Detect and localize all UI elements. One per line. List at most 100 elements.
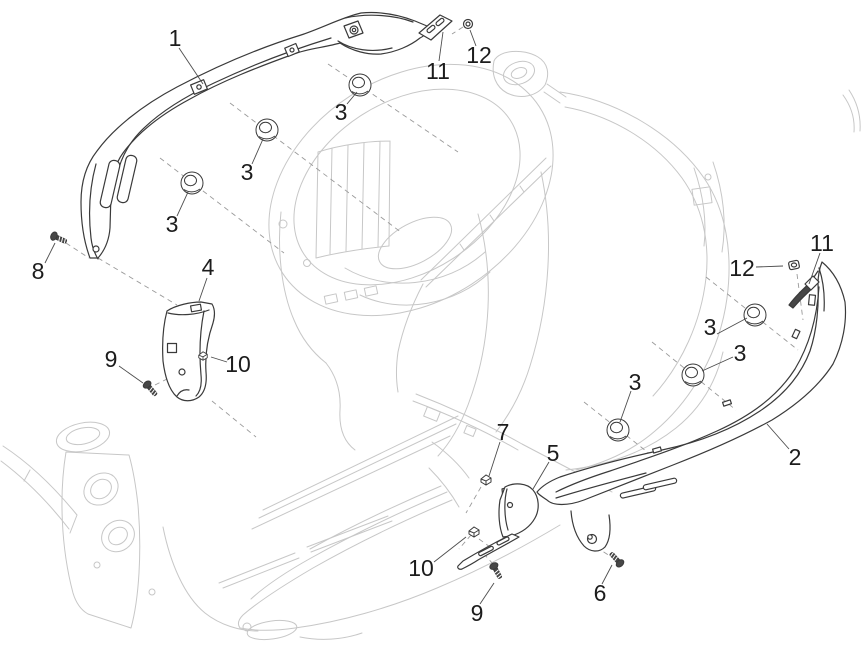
- part-2-leg: [570, 510, 611, 552]
- part-5-central-cover: [457, 483, 539, 570]
- axis-part4-lower: [211, 400, 257, 438]
- part-5-hole: [506, 501, 514, 509]
- leader-12-right: [755, 265, 784, 268]
- seat-rail-edge: [396, 157, 552, 393]
- body-left-wall: [279, 211, 327, 364]
- floorboard: [162, 415, 561, 641]
- callout-3-mid: 3: [241, 159, 254, 185]
- callout-11-right: 11: [810, 230, 834, 256]
- part-5-blade-slot-a: [478, 545, 494, 557]
- bucket-outer-rim: [268, 63, 554, 317]
- callout-3-left: 3: [166, 211, 179, 237]
- part-4-bracket: [162, 301, 215, 402]
- clip-7: [480, 474, 492, 486]
- column-oval-b: [101, 519, 135, 553]
- bucket-fin-panel: [315, 140, 391, 259]
- part-2-outline: [536, 261, 847, 506]
- callout-3-top: 3: [335, 99, 348, 125]
- screw-9-left: [141, 378, 160, 399]
- grommet-3-top: [348, 73, 372, 97]
- leader-3-right-c: [619, 390, 632, 423]
- callout-12-top: 12: [466, 42, 492, 68]
- screw-6: [607, 549, 626, 569]
- rim-vent-c: [363, 285, 379, 297]
- nut-12-top-inner: [465, 21, 471, 27]
- leader-10-bottom: [433, 536, 467, 563]
- underseat-bucket: [268, 63, 554, 457]
- carrier-stub: [842, 89, 861, 133]
- scooter-body-ghost: [0, 50, 861, 641]
- part-2-leg-hole-inner: [587, 534, 593, 540]
- nut-12-right-hole: [790, 262, 798, 268]
- part-1-vent-slot-a: [99, 159, 121, 209]
- sill-bracket-a: [423, 406, 441, 422]
- leader-3-top: [346, 91, 358, 105]
- leader-3-right-b: [701, 356, 734, 372]
- part-1-inner-lines: [89, 14, 414, 260]
- front-column: [0, 421, 156, 629]
- part-11-right-head: [804, 275, 820, 291]
- horn-cover: [55, 421, 111, 453]
- callout-8: 8: [32, 258, 45, 284]
- leader-6: [601, 564, 613, 585]
- part-2-top-hole: [807, 294, 817, 306]
- column-foot-curve: [162, 526, 259, 632]
- column-hole-b: [148, 588, 156, 596]
- leader-12-top: [469, 29, 477, 47]
- axis-screw-9-bottom: [484, 554, 494, 565]
- hinge-oval: [503, 60, 535, 86]
- axis-grommet-top: [327, 63, 459, 153]
- callout-10-left: 10: [225, 351, 251, 377]
- assembly-axis-lines: [65, 26, 804, 565]
- part-2-tab-a: [791, 328, 801, 340]
- grommet-3-mid: [255, 118, 279, 142]
- part-2-tab-b: [721, 399, 733, 407]
- rim-hole: [303, 259, 311, 267]
- part-2-vent-slot-b: [642, 477, 678, 491]
- part-2-side-cover-right: [536, 261, 847, 552]
- callout-12-right: 12: [729, 255, 755, 281]
- underseat-sill: [412, 393, 613, 508]
- footrest-strips: [218, 515, 393, 589]
- axis-clip-10-bottom-b: [478, 538, 491, 548]
- bucket-opening: [293, 88, 521, 286]
- floor-border-band: [237, 485, 453, 629]
- leader-11-right: [808, 252, 821, 285]
- leader-lines: [44, 29, 821, 605]
- callout-2: 2: [789, 444, 802, 470]
- detached-parts: [48, 11, 847, 581]
- leader-1: [178, 47, 204, 85]
- part-12-nut-top: [462, 18, 474, 30]
- cowl-inner-edge: [564, 106, 708, 397]
- part-1-outline: [80, 11, 429, 259]
- axis-screw-9-left: [154, 376, 172, 386]
- screw-8: [48, 230, 69, 247]
- hinge-oval-inner: [510, 67, 528, 79]
- callout-4: 4: [202, 254, 215, 280]
- axis-clip-10-bottom-a: [458, 534, 472, 550]
- leader-2: [766, 423, 790, 450]
- callout-3-right-a: 3: [704, 314, 717, 340]
- cowl-wheel-arch: [565, 351, 724, 471]
- callout-7: 7: [497, 419, 510, 445]
- part-5-body: [498, 483, 539, 538]
- callout-9-left: 9: [105, 346, 118, 372]
- part-1-side-cover-left: [80, 11, 429, 260]
- part-1-tab-b: [284, 42, 300, 58]
- part-1-end-tab-hole-inner: [351, 27, 357, 33]
- screw-9-bottom: [488, 560, 505, 581]
- hinge-bracket-lines: [543, 83, 567, 104]
- callout-1: 1: [169, 25, 182, 51]
- floor-sill-rails: [251, 415, 459, 530]
- leader-5: [532, 461, 550, 490]
- grommet-3-right-a: [743, 303, 767, 327]
- tail-hole: [704, 173, 712, 181]
- part-4-clip-slot: [166, 342, 178, 354]
- callout-3-right-c: 3: [629, 369, 642, 395]
- grommet-3-right-b: [681, 363, 705, 387]
- tail-light-detail: [691, 186, 713, 206]
- column-hole-a: [93, 561, 101, 569]
- leader-4: [198, 277, 208, 302]
- part-11-blade-right: [788, 270, 820, 309]
